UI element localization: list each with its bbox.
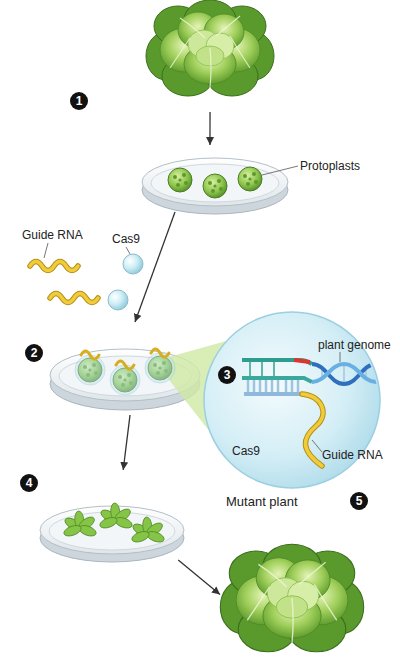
callout-number: 5: [350, 492, 368, 510]
leader-line: [44, 243, 48, 258]
protoplast-dish: Protoplasts: [140, 145, 368, 212]
rna-base: [253, 380, 256, 392]
rna-base: [285, 380, 288, 392]
guide-rna-tail: [302, 394, 323, 466]
rna-base: [259, 380, 262, 392]
protoplast: [238, 167, 262, 191]
leader-line: [340, 352, 341, 362]
leader-line: [312, 440, 322, 452]
lettuce-plant: [146, 0, 274, 96]
guide-rna-outline: [302, 394, 323, 466]
guide-rna-strand: [30, 262, 78, 271]
lettuce-plant: [220, 544, 363, 652]
dna-strand: [242, 360, 312, 364]
base-pair: [343, 366, 345, 382]
guide-rna-strand: [50, 294, 98, 303]
rna-base: [291, 380, 294, 392]
guide-rna-strand: [151, 349, 169, 357]
part-label: Guide RNA: [22, 228, 83, 242]
transfection-dish: 2: [25, 322, 203, 415]
protoplast: [203, 174, 227, 198]
cas9-inset: 3plant genomeCas9Guide RNA: [204, 312, 380, 488]
cas9-halo: [75, 355, 105, 385]
base-pair: [273, 360, 275, 378]
edited-protoplast: [110, 361, 140, 395]
guide-rna-backbone: [244, 392, 302, 396]
cas9-protein: [123, 254, 143, 274]
callout-number: 2: [25, 344, 43, 362]
process-arrow: [123, 415, 130, 470]
cut-site: [294, 360, 310, 362]
rna-base: [247, 380, 250, 392]
leader-line: [126, 247, 130, 254]
rna-base: [277, 380, 280, 392]
part-label: Guide RNA: [322, 448, 383, 462]
part-label: Cas9: [232, 444, 260, 458]
seedling: [62, 511, 97, 538]
leader-line: [262, 166, 298, 175]
protoplast: [168, 168, 192, 192]
dna-helix: [312, 364, 400, 382]
process-arrow: [178, 560, 220, 595]
process-arrow: [135, 212, 175, 322]
guide-rna-outline: [30, 262, 78, 271]
rna-base: [265, 380, 268, 392]
callout-number: 1: [70, 92, 88, 110]
cas9-protein: [108, 290, 128, 310]
edited-protoplast: [75, 351, 105, 385]
dna-helix: [312, 364, 400, 384]
cas9-halo: [110, 365, 140, 395]
callout-number: 4: [20, 474, 38, 492]
edited-protoplast: [145, 349, 175, 383]
rna-base: [297, 380, 300, 392]
stage-label: Mutant plant: [226, 494, 298, 509]
petri-dish: [142, 158, 288, 206]
part-label: plant genome: [318, 338, 391, 352]
base-pair: [261, 360, 263, 378]
regeneration-dish: 4: [20, 470, 192, 560]
cas9-halo: [145, 353, 175, 383]
process-arrow: [209, 112, 210, 145]
seedling: [98, 503, 133, 530]
rna-base: [271, 380, 274, 392]
source-plant: 1: [70, 2, 275, 112]
guide-rna-strand: [116, 361, 134, 369]
guide-rna-outline: [50, 294, 98, 303]
seedling: [130, 517, 165, 544]
part-label: Cas9: [112, 232, 140, 246]
part-label: Protoplasts: [300, 159, 360, 173]
callout-number: 3: [218, 366, 236, 384]
guide-rna-strand: [81, 351, 99, 359]
petri-dish-floor: [151, 164, 279, 202]
base-pair: [249, 360, 251, 378]
mutant-plant: Mutant plant 5: [220, 490, 372, 656]
